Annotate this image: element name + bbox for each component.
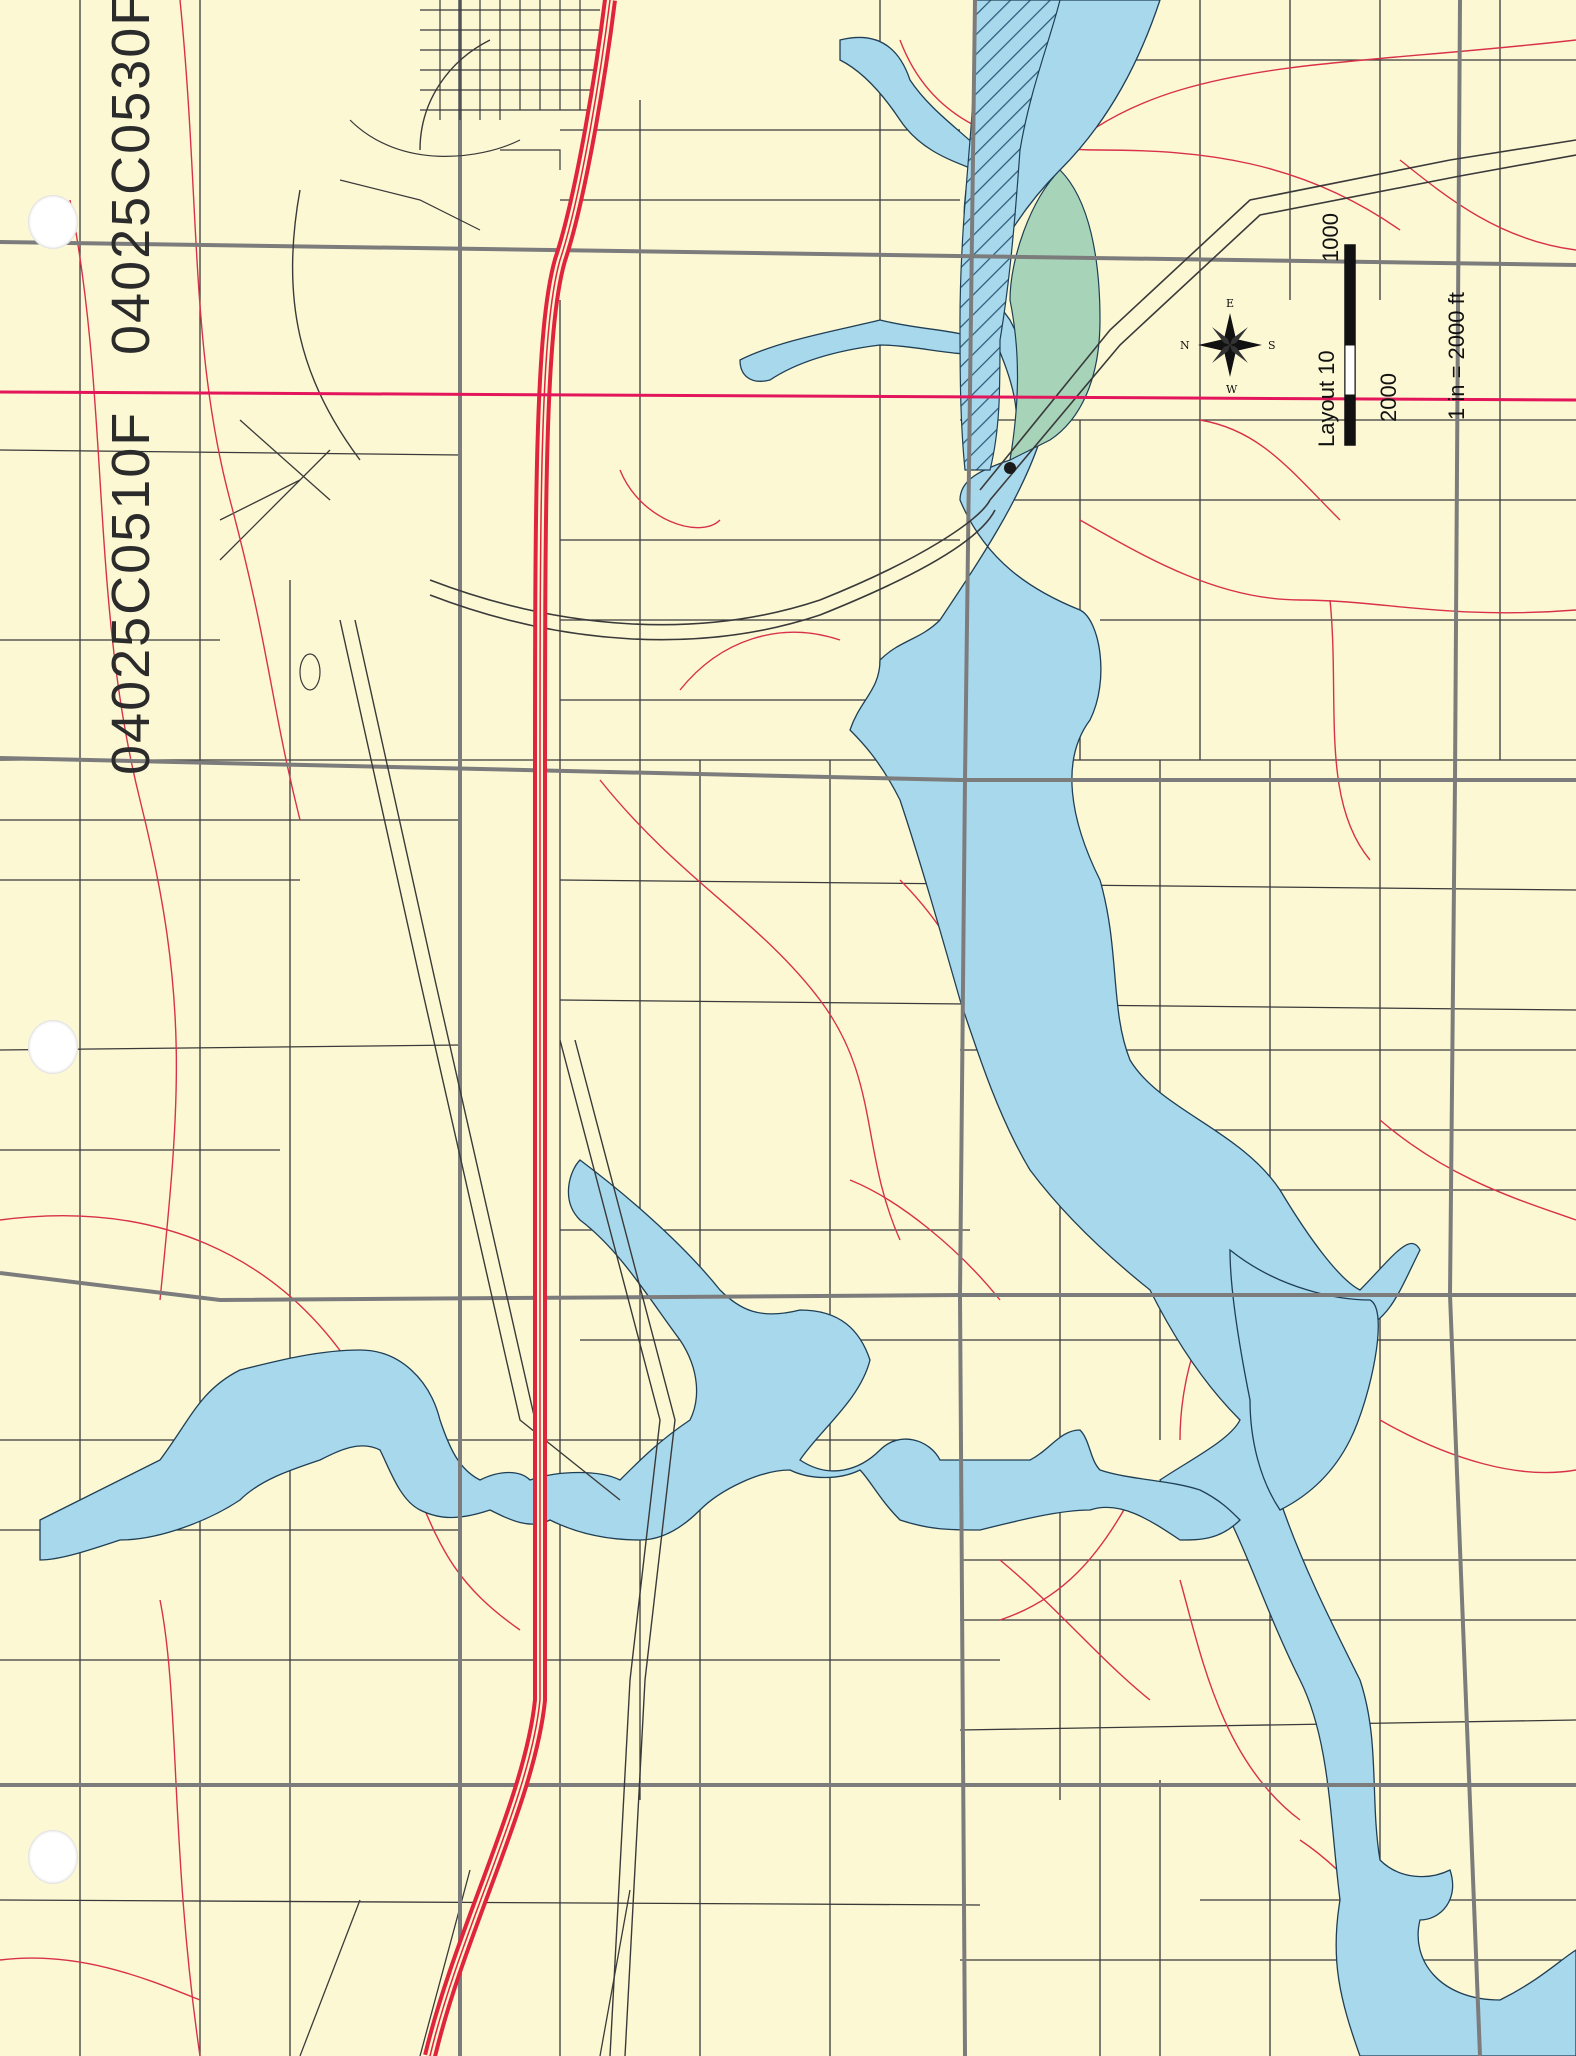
scale-tick-1000: 1000 bbox=[1318, 213, 1343, 262]
scale-ratio: 1 in = 2000 ft bbox=[1444, 292, 1469, 420]
scale-layout-label: Layout 10 bbox=[1314, 350, 1339, 447]
water-features bbox=[39, 0, 1576, 2056]
scale-tick-2000: 2000 bbox=[1376, 373, 1401, 422]
wetland-area bbox=[1009, 169, 1101, 462]
small-pond bbox=[299, 653, 321, 691]
panel-label-upper: 04025C0530F bbox=[101, 0, 161, 355]
panel-label-lower: 04025C0510F bbox=[101, 410, 161, 775]
binder-hole-top bbox=[28, 195, 78, 249]
binder-hole-middle bbox=[28, 1020, 78, 1074]
compass-s: S bbox=[1268, 339, 1276, 352]
compass-e: E bbox=[1226, 297, 1234, 310]
rail-and-frontage bbox=[291, 39, 676, 2056]
town-grid bbox=[339, 0, 600, 231]
compass-n: N bbox=[1180, 339, 1190, 352]
lower-inlet bbox=[1229, 1248, 1379, 1511]
floodway-hatched bbox=[959, 0, 1061, 471]
interstate-highway bbox=[423, 0, 617, 2056]
scale-bar bbox=[1344, 244, 1356, 446]
panel-boundary-line bbox=[0, 390, 1576, 402]
lower-river bbox=[39, 1159, 1241, 1561]
binder-hole-bottom bbox=[28, 1830, 78, 1884]
structure-marker bbox=[1004, 462, 1016, 474]
upper-river bbox=[849, 0, 1576, 2056]
compass-w: W bbox=[1226, 383, 1238, 396]
compass-rose: N E S W bbox=[1180, 297, 1276, 396]
